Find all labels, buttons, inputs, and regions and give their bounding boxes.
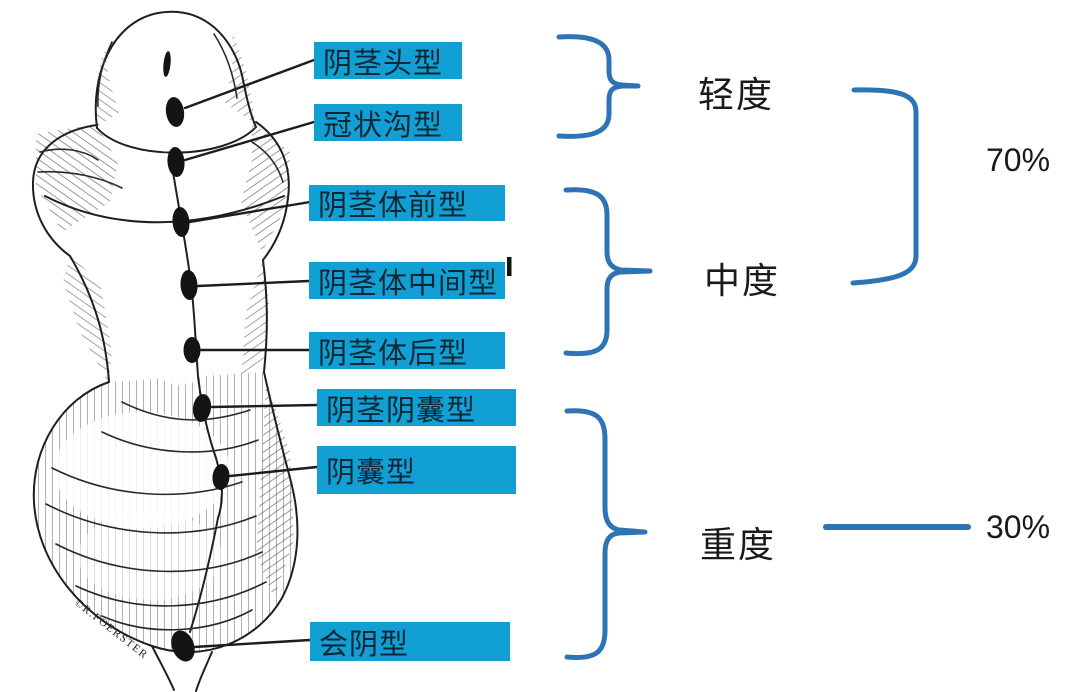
type-label-penoscrotal: 阴茎阴囊型 [317,389,516,427]
severity-label-mild: 轻度 [698,74,775,115]
type-label-proximal-shaft: 阴茎体后型 [309,332,505,370]
percent-70: 70% [986,142,1051,178]
dot-distal-shaft [172,207,190,237]
severe-brace [564,408,648,661]
combined-70-bracket [850,87,919,286]
type-label-glans: 阴茎头型 [314,42,462,80]
dot-mid-shaft [180,270,198,300]
hatch-shading [33,32,298,653]
dot-perineal [171,630,195,662]
type-label-distal-shaft: 阴茎体前型 [309,185,505,222]
type-label-perineal: 会阴型 [310,622,510,661]
severity-label-severe: 重度 [700,524,777,565]
type-label-mid-shaft: 阴茎体中间型 [309,262,505,300]
dot-scrotal [212,464,230,490]
glans-tip-slit [163,51,171,77]
dot-coronal [167,147,185,177]
meatus-dots [163,51,230,662]
type-label-coronal: 冠状沟型 [314,104,462,142]
dot-proximal-shaft [183,337,201,363]
anatomy-wrinkles [37,33,284,631]
type-label-scrotal: 阴囊型 [317,446,516,494]
mild-brace [556,34,641,139]
dot-glans [165,97,185,127]
dot-penoscrotal [192,394,212,422]
moderate-brace [563,187,653,357]
percent-30: 30% [986,509,1051,545]
leader-lines [183,58,319,649]
severity-label-moderate: 中度 [704,260,781,301]
tick-mark [507,257,512,276]
